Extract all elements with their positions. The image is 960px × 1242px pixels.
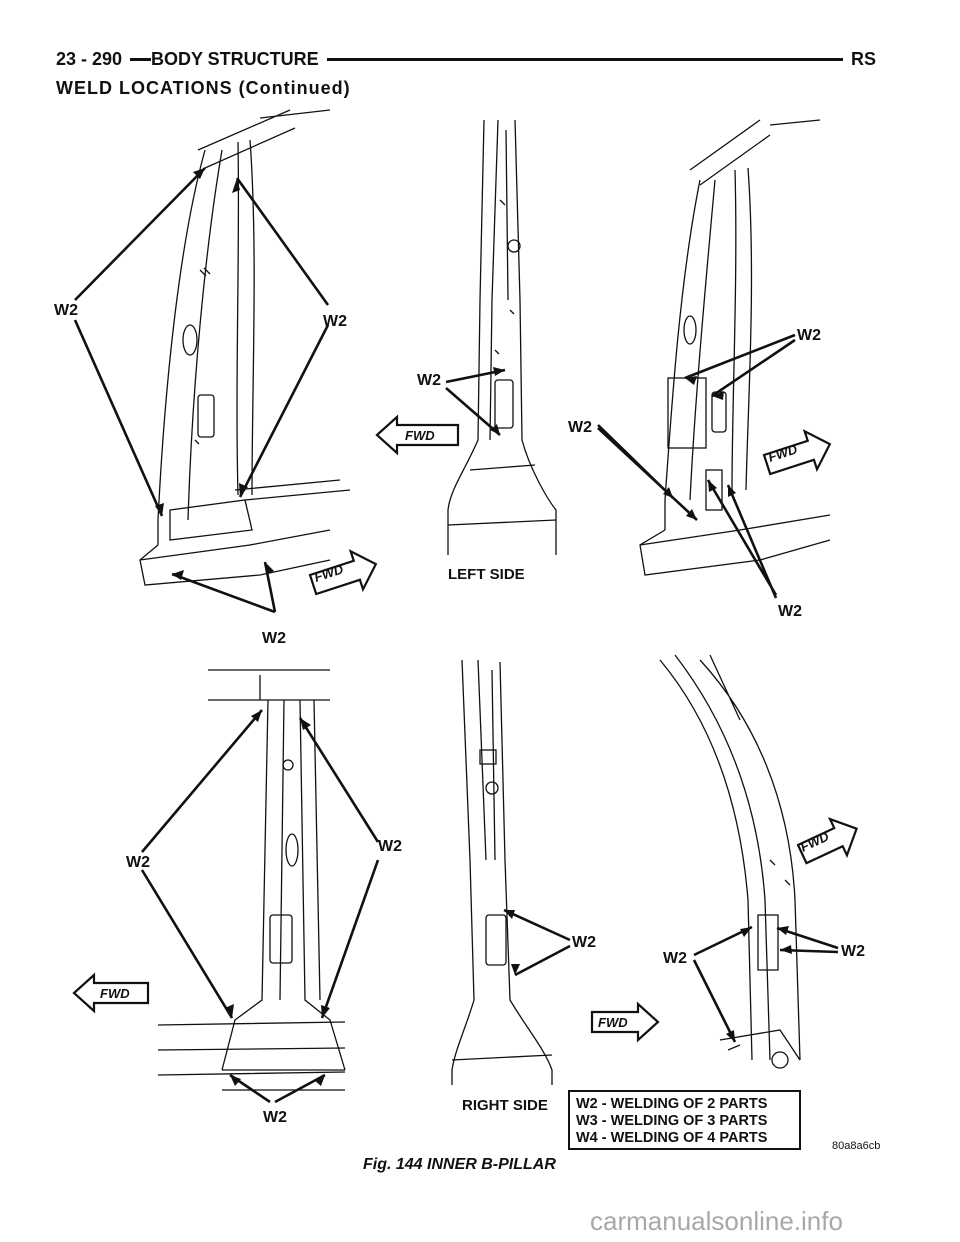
- fwd-arrow-p5: [590, 1001, 660, 1043]
- legend-item-w3: W3 - WELDING OF 3 PARTS: [576, 1113, 768, 1129]
- w2-label-p1-c: W2: [262, 630, 286, 647]
- w2-label-p1-b: W2: [323, 313, 347, 330]
- fwd-label-p4: FWD: [100, 986, 130, 1001]
- w2-label-p6-a: W2: [841, 943, 865, 960]
- left-side-label: LEFT SIDE: [448, 566, 525, 583]
- w2-label-p6-b: W2: [663, 950, 687, 967]
- weld-legend: W2 - WELDING OF 2 PARTS W3 - WELDING OF …: [568, 1090, 801, 1150]
- w2-label-p4-a: W2: [126, 854, 150, 871]
- pillar-view-5: [451, 659, 553, 1085]
- fwd-label-p5: FWD: [598, 1015, 628, 1030]
- w2-label-p3-c: W2: [778, 603, 802, 620]
- section-title: BODY STRUCTURE: [151, 48, 327, 70]
- fwd-arrow-p6: [796, 817, 859, 865]
- fwd-label-p2: FWD: [405, 428, 435, 443]
- page-number: 23 - 290: [56, 48, 131, 70]
- fwd-arrow-p4: [72, 972, 150, 1014]
- fwd-arrow-p3: [762, 429, 832, 476]
- pillar-view-4: [157, 669, 346, 1091]
- figure-code: 80a8a6cb: [832, 1140, 881, 1152]
- w2-label-p4-c: W2: [263, 1109, 287, 1126]
- fwd-label-p3: FWD: [766, 441, 799, 465]
- watermark: carmanualsonline.info: [590, 1206, 843, 1236]
- fwd-arrow-p1: [308, 549, 378, 596]
- legend-item-w4: W4 - WELDING OF 4 PARTS: [576, 1130, 768, 1146]
- figure-caption: Fig. 144 INNER B-PILLAR: [363, 1156, 556, 1173]
- w2-label-p3-a: W2: [797, 327, 821, 344]
- pillar-view-1: [139, 109, 351, 586]
- legend-item-w2: W2 - WELDING OF 2 PARTS: [576, 1096, 768, 1112]
- subheading: WELD LOCATIONS (Continued): [56, 78, 351, 98]
- w2-label-p4-b: W2: [378, 838, 402, 855]
- w2-label-p1-a: W2: [54, 302, 78, 319]
- w2-label-p3-b: W2: [568, 419, 592, 436]
- pillar-view-6: [659, 654, 801, 1069]
- header-rule: [56, 58, 876, 61]
- fwd-label-p1: FWD: [312, 561, 345, 585]
- weld-arrows: [73, 167, 839, 1104]
- fwd-arrow-p2: [375, 414, 460, 456]
- section-code: RS: [842, 48, 876, 70]
- w2-label-p2: W2: [417, 372, 441, 389]
- right-side-label: RIGHT SIDE: [462, 1097, 548, 1114]
- pillar-view-2: [447, 119, 557, 555]
- arrowheads: [155, 168, 792, 1086]
- pillar-view-3: [639, 119, 831, 576]
- w2-label-p5: W2: [572, 934, 596, 951]
- page-header: 23 - 290 BODY STRUCTURE RS: [56, 48, 876, 70]
